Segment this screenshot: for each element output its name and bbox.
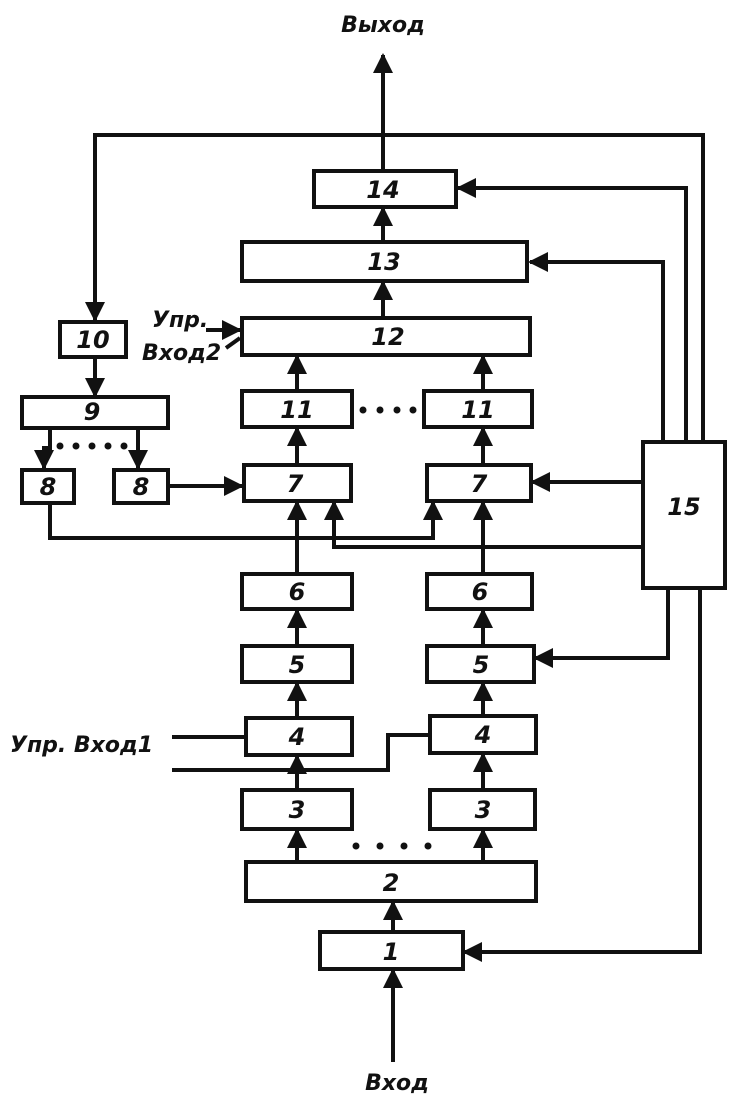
blocks <box>22 171 725 969</box>
block-7-left-label: 7 <box>287 470 304 498</box>
block-8-right-label: 8 <box>133 473 150 501</box>
block-14-label: 14 <box>366 176 399 204</box>
block-13-label: 13 <box>367 248 400 276</box>
ctrl-input-2-label-line1: Упр. <box>152 308 208 333</box>
block-7-right-label: 7 <box>471 470 488 498</box>
ctrl-input-2-label-line2: Вход2 <box>142 341 221 366</box>
ctrl-input-1-label: Упр. Вход1 <box>10 733 153 758</box>
block-11-right-label: 11 <box>461 396 494 424</box>
ellipsis-dot <box>377 843 384 850</box>
input-label: Вход <box>365 1071 429 1096</box>
ellipsis-dot <box>394 407 401 414</box>
block-9-label: 9 <box>84 398 101 426</box>
arrow-8-to-7-right <box>50 502 433 538</box>
block-6-right-label: 6 <box>472 578 489 606</box>
block-12-label: 12 <box>371 323 404 351</box>
block-6-left-label: 6 <box>289 578 306 606</box>
block-15-label: 15 <box>667 493 700 521</box>
block-1-label: 1 <box>383 938 400 966</box>
block-3-right-label: 3 <box>475 796 492 824</box>
ellipsis-dot <box>89 443 96 450</box>
ellipsis-dot <box>105 443 112 450</box>
ellipsis-dot <box>353 843 360 850</box>
block-5-left-label: 5 <box>289 651 306 679</box>
arrow-15-to-13 <box>530 262 663 440</box>
block-4-right-label: 4 <box>474 721 492 749</box>
block-4-left-label: 4 <box>288 723 306 751</box>
arrow-15-to-7-left <box>334 502 643 547</box>
ellipsis-dot <box>360 407 367 414</box>
block-11-left-label: 11 <box>280 396 313 424</box>
ellipsis-dot <box>73 443 80 450</box>
ellipsis-dot <box>121 443 128 450</box>
arrow-9-to-8-left <box>44 428 50 468</box>
block-10-label: 10 <box>76 326 109 354</box>
block-5-right-label: 5 <box>473 651 490 679</box>
block-8-left-label: 8 <box>40 473 57 501</box>
arrow-15-to-5-right <box>535 590 668 658</box>
ellipsis-dot <box>57 443 64 450</box>
ellipsis-dot <box>410 407 417 414</box>
ctrl-input-2-tick <box>226 338 240 348</box>
block-labels: 1 2 3 3 4 4 5 5 6 6 7 7 11 11 12 13 14 1… <box>40 176 701 966</box>
block-3-left-label: 3 <box>289 796 306 824</box>
ellipsis-dot <box>425 843 432 850</box>
block-2-label: 2 <box>383 869 400 897</box>
output-label: Выход <box>341 13 425 38</box>
ellipsis-dot <box>401 843 408 850</box>
ellipsis-dot <box>377 407 384 414</box>
